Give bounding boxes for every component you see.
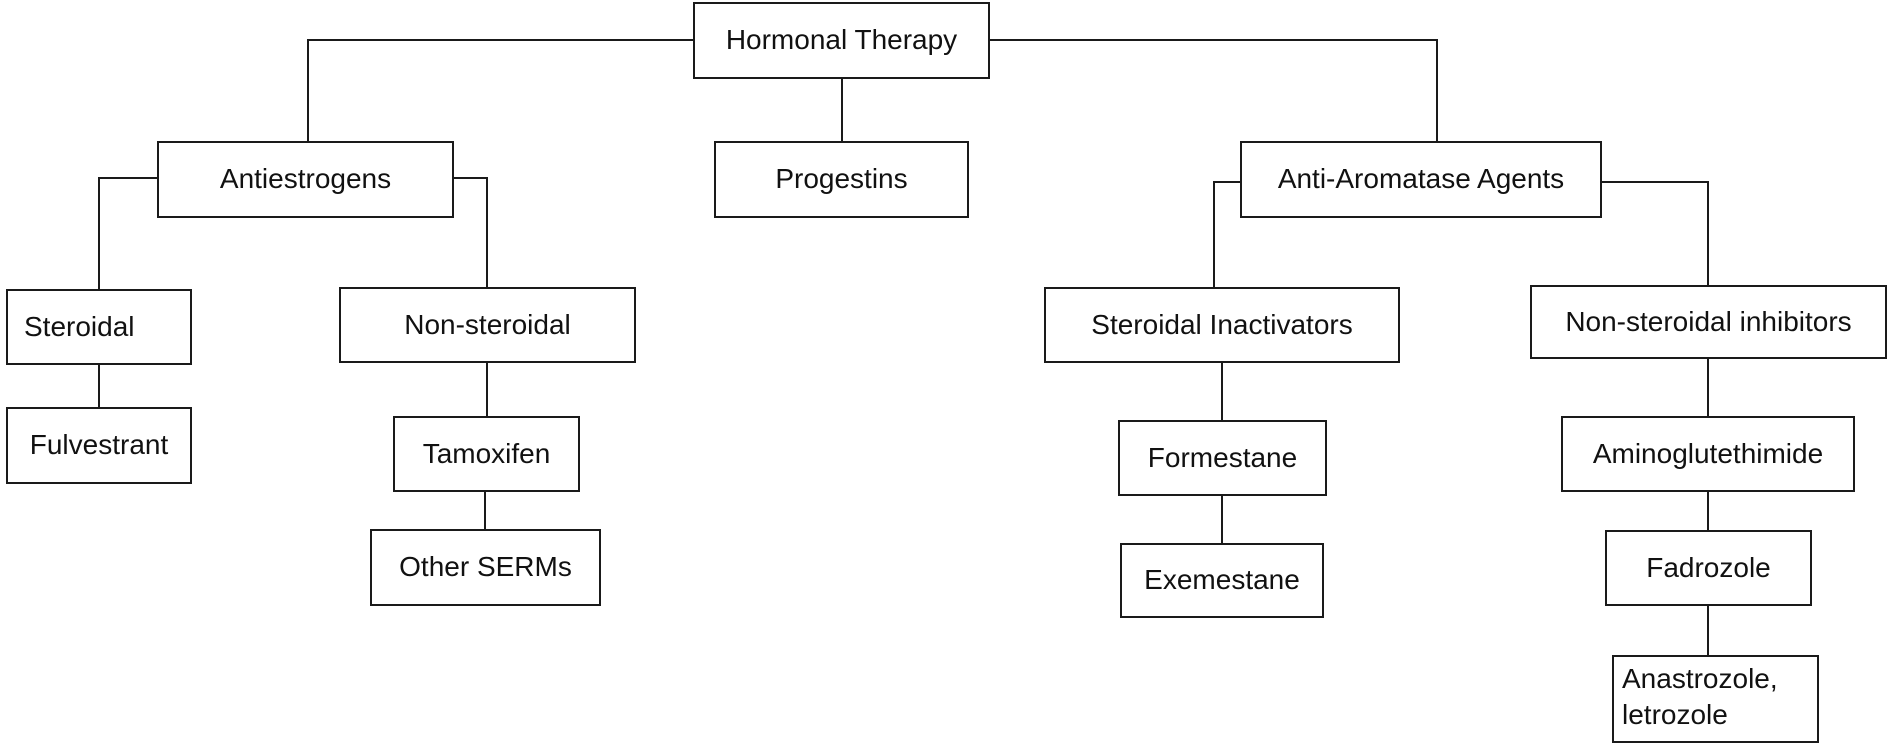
node-steroidal: Steroidal [6, 289, 192, 365]
connector-root-antiestrogens [307, 39, 693, 141]
node-other-serms: Other SERMs [370, 529, 601, 606]
node-tamoxifen: Tamoxifen [393, 416, 580, 492]
node-exemestane: Exemestane [1120, 543, 1324, 618]
node-progestins: Progestins [714, 141, 969, 218]
node-steroidal-inactivators: Steroidal Inactivators [1044, 287, 1400, 363]
node-non-steroidal-inhibitors: Non-steroidal inhibitors [1530, 285, 1887, 359]
node-formestane: Formestane [1118, 420, 1327, 496]
node-antiestrogens: Antiestrogens [157, 141, 454, 218]
node-fadrozole: Fadrozole [1605, 530, 1812, 606]
node-anastrozole-letrozole: Anastrozole, letrozole [1612, 655, 1819, 743]
connector-antiaromatase-nonsteroidal-inhibitors [1602, 181, 1709, 285]
node-fulvestrant: Fulvestrant [6, 407, 192, 484]
node-hormonal-therapy: Hormonal Therapy [693, 2, 990, 79]
node-aminoglutethimide: Aminoglutethimide [1561, 416, 1855, 492]
connector-antiestrogens-nonsteroidal [454, 177, 488, 287]
connector-root-anti-aromatase [990, 39, 1438, 141]
connector-antiestrogens-steroidal [98, 177, 157, 289]
connector-antiaromatase-steroidal-inactivators [1213, 181, 1240, 287]
node-non-steroidal: Non-steroidal [339, 287, 636, 363]
node-anti-aromatase-agents: Anti-Aromatase Agents [1240, 141, 1602, 218]
